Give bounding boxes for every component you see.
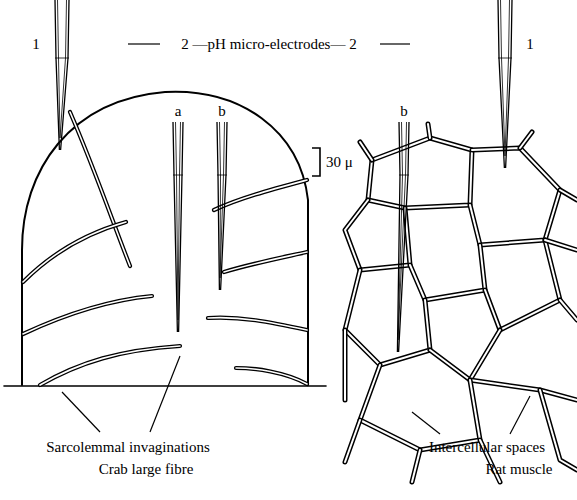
scale-label: 30 μ bbox=[326, 155, 353, 170]
cell-membrane bbox=[345, 270, 430, 365]
cell-membrane bbox=[360, 142, 372, 160]
cell-membrane bbox=[560, 190, 577, 200]
electrode-bore bbox=[58, 0, 67, 138]
invagination bbox=[23, 296, 152, 334]
invagination bbox=[208, 318, 307, 330]
cell-membrane bbox=[485, 240, 560, 330]
cell-membrane bbox=[412, 450, 420, 482]
electrode-bore bbox=[501, 0, 510, 156]
electrode-letter: a bbox=[175, 104, 182, 119]
cell-membrane bbox=[428, 124, 430, 138]
scale-bar bbox=[312, 148, 320, 176]
cell-membrane bbox=[540, 390, 577, 470]
cell-membrane bbox=[360, 365, 480, 450]
electrode-bore bbox=[398, 122, 407, 340]
cell-membrane bbox=[560, 300, 577, 320]
cell-membrane bbox=[545, 240, 577, 250]
cell-membrane bbox=[343, 330, 348, 400]
invagination bbox=[236, 368, 307, 384]
electrode-caption: 2 —pH micro-electrodes— 2 bbox=[181, 37, 356, 52]
invagination bbox=[208, 318, 307, 330]
cell-membrane bbox=[560, 300, 577, 320]
invagination bbox=[224, 252, 307, 272]
cell-membrane bbox=[345, 420, 360, 462]
cell-membrane bbox=[470, 148, 560, 245]
crab-fibre bbox=[4, 92, 326, 386]
cell-membrane bbox=[520, 132, 532, 148]
invagination bbox=[236, 368, 307, 384]
electrode-letter: b bbox=[400, 104, 408, 119]
cell-membrane bbox=[430, 330, 500, 380]
figure-caption: Crab large fibre bbox=[99, 462, 194, 477]
micro-electrodes bbox=[55, 0, 512, 352]
electrode-shoulder bbox=[217, 175, 227, 176]
electrode-bore bbox=[176, 122, 181, 320]
electrode-shoulder bbox=[173, 175, 183, 176]
invagination bbox=[23, 222, 126, 282]
cell-membrane bbox=[470, 380, 577, 400]
cell-membrane bbox=[344, 330, 346, 400]
cell-membrane bbox=[345, 420, 360, 462]
cell-membrane bbox=[368, 138, 472, 208]
invagination bbox=[40, 346, 180, 385]
electrode-wall bbox=[173, 122, 183, 332]
cell-membrane bbox=[412, 450, 420, 482]
rat-muscle-cells bbox=[345, 124, 577, 482]
cell-membrane bbox=[545, 240, 577, 250]
invagination bbox=[23, 296, 152, 334]
electrode-bore bbox=[220, 122, 225, 278]
cell-membrane bbox=[560, 190, 577, 200]
cell-membrane bbox=[345, 270, 430, 365]
electrode-shoulder bbox=[498, 58, 512, 59]
callout-number: 1 bbox=[32, 37, 40, 52]
cell-membrane bbox=[360, 142, 372, 160]
cell-membrane bbox=[368, 138, 472, 208]
electrode-shoulder bbox=[399, 175, 409, 176]
electrode-wall bbox=[498, 0, 512, 168]
cell-membrane bbox=[410, 245, 485, 300]
electrode-shoulder bbox=[55, 58, 69, 59]
figure-caption: Rat muscle bbox=[485, 462, 552, 477]
cell-membrane bbox=[410, 245, 485, 300]
invagination bbox=[23, 222, 126, 282]
cell-membrane bbox=[470, 380, 577, 400]
invagination bbox=[214, 180, 307, 210]
invagination bbox=[40, 346, 180, 385]
electrode-wall bbox=[217, 122, 227, 290]
cell-membrane bbox=[485, 240, 560, 330]
electrode-wall bbox=[55, 0, 69, 150]
cell-membrane bbox=[520, 132, 532, 148]
electrode-letter: b bbox=[218, 104, 226, 119]
callout-number: 1 bbox=[526, 37, 534, 52]
sarcolemmal-invaginations bbox=[23, 112, 307, 385]
cell-membrane bbox=[470, 148, 560, 245]
cell-membrane bbox=[428, 124, 430, 138]
cell-membrane bbox=[360, 365, 480, 450]
invagination bbox=[214, 180, 307, 210]
cell-membrane bbox=[540, 390, 577, 470]
structure-label: Sarcolemmal invaginations bbox=[46, 440, 210, 455]
cell-membrane bbox=[430, 330, 500, 380]
structure-label: Intercellular spaces bbox=[429, 440, 545, 455]
electrode-wall bbox=[397, 122, 409, 352]
leader-lines bbox=[62, 44, 530, 434]
invagination bbox=[224, 252, 307, 272]
